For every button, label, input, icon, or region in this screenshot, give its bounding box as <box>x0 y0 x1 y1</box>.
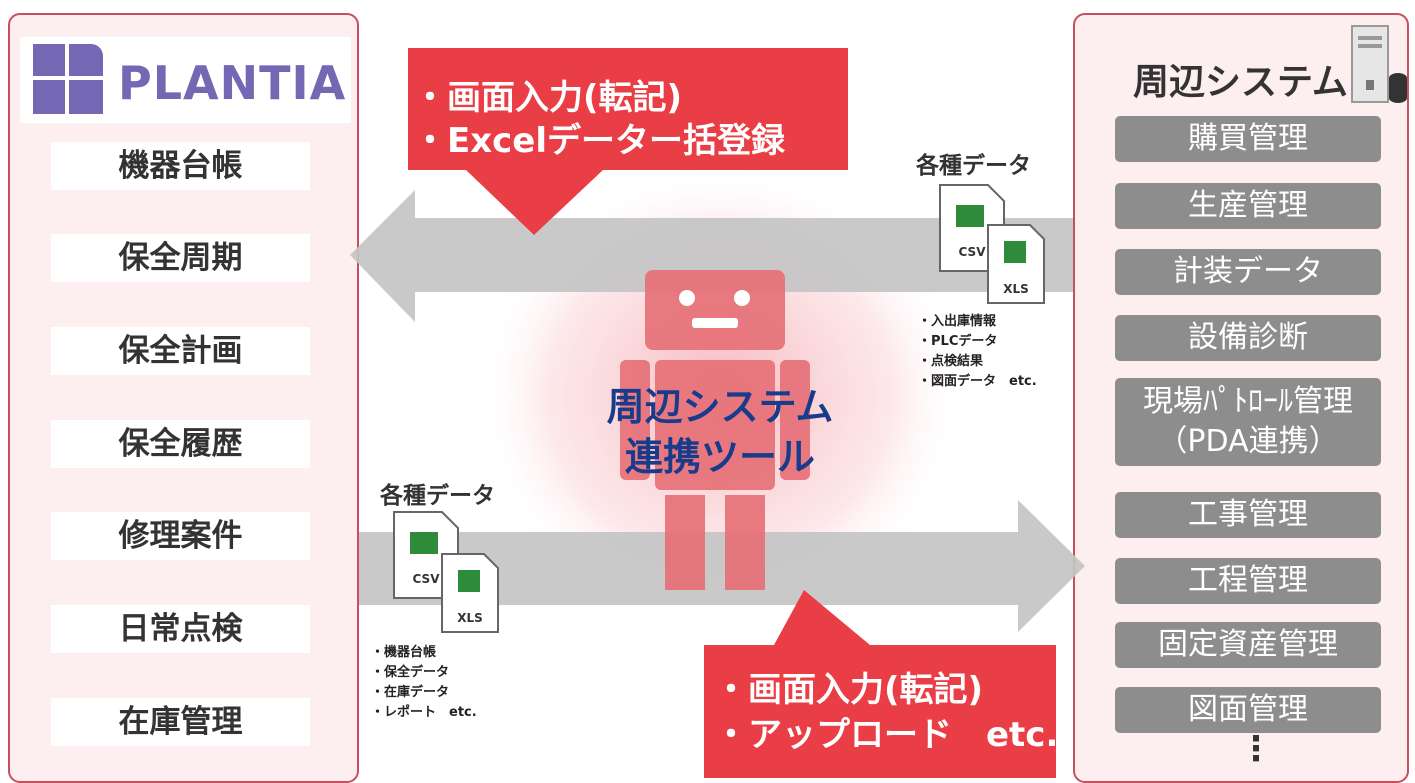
server-icon <box>1351 25 1407 103</box>
module-equipment-ledger: 機器台帳 <box>51 142 310 190</box>
system-drawings: 図面管理 <box>1115 687 1381 733</box>
bottom-callout <box>704 590 1056 778</box>
module-repair-cases: 修理案件 <box>51 512 310 560</box>
system-field-patrol-label: 現場ﾊﾟﾄﾛｰﾙ管理 <box>1143 384 1353 419</box>
integration-tool-label-line-2: 連携ツール <box>624 435 815 479</box>
module-maintenance-history: 保全履歴 <box>51 420 310 468</box>
bottom-callout-line-1: ・画面入力(転記) <box>714 670 984 710</box>
right-csv-xls-icon: CSV XLS <box>939 184 1045 304</box>
top-callout-line-2: ・Excelデーター括登録 <box>413 121 786 161</box>
left-data-item: レポート etc. <box>371 703 477 723</box>
system-pda-label: （PDA連携） <box>1157 424 1339 459</box>
plantia-logo-text: PLANTIA <box>118 56 347 110</box>
top-callout <box>408 48 848 235</box>
module-maintenance-plan: 保全計画 <box>51 327 310 375</box>
system-fixed-assets: 固定資産管理 <box>1115 622 1381 668</box>
bottom-callout-line-2: ・アップロード etc. <box>714 715 1059 755</box>
system-process: 工程管理 <box>1115 558 1381 604</box>
peripheral-systems-title: 周辺システム <box>1133 62 1348 103</box>
export-arrow <box>359 500 1085 632</box>
left-data-item: 保全データ <box>371 663 477 683</box>
left-data-label: 各種データ <box>380 483 495 509</box>
more-systems-indicator: ⋮ <box>1239 729 1273 769</box>
top-callout-line-1: ・画面入力(転記) <box>413 78 683 118</box>
right-data-item: PLCデータ <box>918 332 1037 352</box>
right-data-item: 図面データ etc. <box>918 372 1037 392</box>
right-data-item: 点検結果 <box>918 352 1037 372</box>
module-daily-inspection: 日常点検 <box>51 605 310 653</box>
system-equipment-diagnosis: 設備診断 <box>1115 315 1381 361</box>
left-data-item: 在庫データ <box>371 683 477 703</box>
system-purchasing: 購買管理 <box>1115 116 1381 162</box>
left-data-list: 機器台帳 保全データ 在庫データ レポート etc. <box>371 643 477 723</box>
right-data-list: 入出庫情報 PLCデータ 点検結果 図面データ etc. <box>918 312 1037 392</box>
left-data-item: 機器台帳 <box>371 643 477 663</box>
plantia-panel <box>8 13 359 783</box>
module-inventory: 在庫管理 <box>51 698 310 746</box>
right-csv-tag: CSV <box>959 245 987 259</box>
system-instrumentation: 計装データ <box>1115 249 1381 295</box>
plantia-logo-mark-icon <box>33 44 103 114</box>
module-maintenance-cycle: 保全周期 <box>51 234 310 282</box>
integration-tool-label: 周辺システム 連携ツール <box>575 382 865 482</box>
right-xls-tag: XLS <box>1003 282 1029 296</box>
robot-icon <box>620 270 810 590</box>
system-construction: 工事管理 <box>1115 492 1381 538</box>
system-production: 生産管理 <box>1115 183 1381 229</box>
left-csv-xls-icon: CSV XLS <box>393 511 499 633</box>
right-data-item: 入出庫情報 <box>918 312 1037 332</box>
system-field-patrol: 現場ﾊﾟﾄﾛｰﾙ管理 （PDA連携） <box>1115 378 1381 466</box>
left-csv-tag: CSV <box>413 572 441 586</box>
integration-tool-label-line-1: 周辺システム <box>606 385 834 429</box>
left-xls-tag: XLS <box>457 611 483 625</box>
right-data-label: 各種データ <box>916 153 1031 179</box>
